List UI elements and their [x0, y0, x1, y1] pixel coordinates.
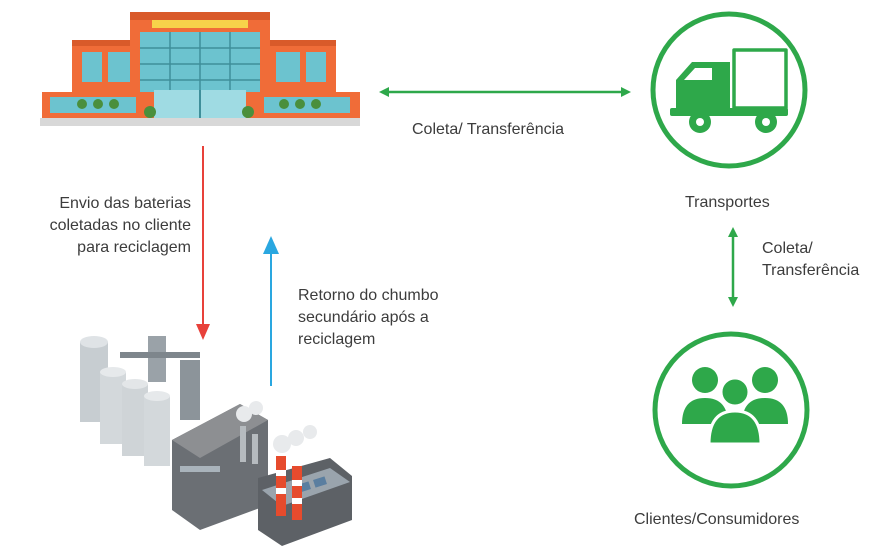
label-transport: Transportes [685, 194, 770, 211]
label-distributor-transport: Coleta/ Transferência [412, 121, 565, 138]
label-transport-clients: Coleta/ Transferência [762, 240, 860, 279]
building-icon [40, 12, 360, 126]
label-clients: Clientes/Consumidores [634, 511, 800, 528]
people-icon [652, 331, 810, 489]
label-send-batteries: Envio das baterias coletadas no cliente … [49, 195, 191, 256]
factory-icon [80, 336, 352, 546]
truck-icon [650, 11, 808, 169]
arrow-distributor-to-recycler [196, 146, 210, 340]
arrow-recycler-to-distributor [263, 236, 279, 386]
label-return-lead: Retorno do chumbo secundário após a reci… [298, 287, 439, 348]
